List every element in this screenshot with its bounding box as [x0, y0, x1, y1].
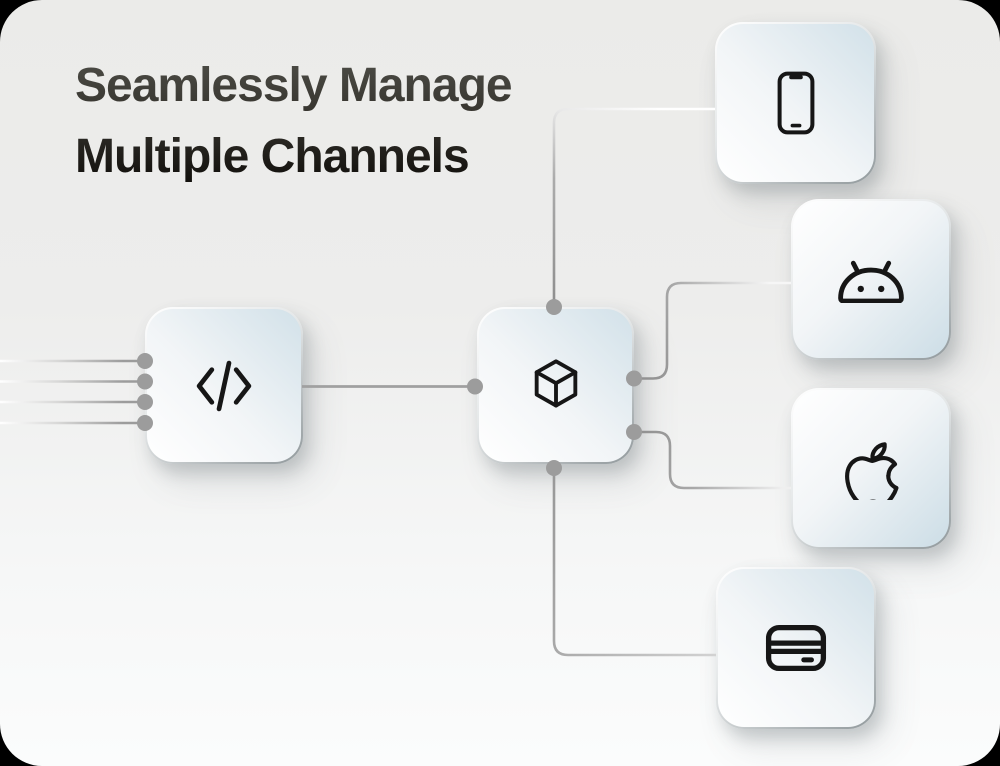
apple-icon [845, 441, 899, 500]
connector-hub-apple [634, 430, 791, 490]
node-hub [477, 307, 634, 464]
cube-icon [534, 358, 577, 407]
connector-hub-card [552, 468, 716, 657]
credit-card-icon [765, 624, 827, 672]
connector-hub-android [634, 281, 791, 380]
node-code [145, 307, 303, 464]
page-title-line2: Multiple Channels [75, 130, 469, 183]
node-android [791, 199, 951, 360]
node-apple [791, 388, 951, 549]
code-icon [196, 360, 252, 411]
page-title: Seamlessly Manage Multiple Channels [75, 50, 512, 192]
page-title-line1: Seamlessly Manage [75, 59, 512, 112]
node-credit-card [716, 567, 876, 729]
connector-hub-phone [552, 107, 715, 307]
node-smartphone [715, 22, 876, 184]
smartphone-icon [777, 71, 814, 135]
edge-input-lines [0, 359, 145, 425]
android-icon [838, 260, 904, 303]
